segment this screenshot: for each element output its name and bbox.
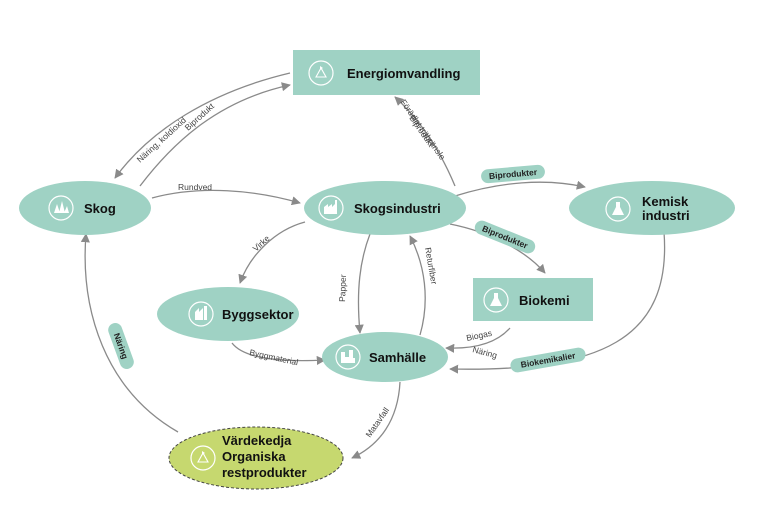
badge-biprodukter-biokemi: Biprodukter [474, 220, 536, 254]
recycle-icon [308, 60, 334, 86]
edge-kemisk-to-samhalle [449, 231, 666, 374]
badge-biokemikalier: Biokemikalier [510, 347, 586, 373]
edge-label-virke: Virke [251, 233, 272, 253]
node-vardekedja-label-1: Värdekedja [222, 433, 292, 448]
node-kemisk-label-2: industri [642, 208, 690, 223]
edge-label-biogas: Biogas [465, 328, 493, 343]
node-energiomvandling-label: Energiomvandling [347, 66, 460, 81]
edge-label-byggmaterial: Byggmaterial [249, 347, 300, 367]
badge-naring-skog: Näring [108, 323, 134, 369]
edge-skogsindustri-to-samhalle [354, 233, 371, 334]
edge-samhalle-to-vardekedja [351, 381, 401, 459]
city-icon [335, 344, 361, 370]
node-kemisk-industri: Kemisk industri [569, 181, 735, 235]
edge-skogsindustri-to-energi [394, 96, 456, 187]
edge-label-naring-koldioxid: Näring, koldioxid [135, 115, 189, 165]
factory-icon [318, 195, 344, 221]
edge-skogsindustri-to-kemisk [454, 180, 586, 197]
node-biokemi-label: Biokemi [519, 293, 570, 308]
forest-icon [48, 195, 74, 221]
building-icon [188, 301, 214, 327]
node-vardekedja-label-3: restprodukter [222, 465, 307, 480]
edge-energi-to-skog [114, 72, 291, 179]
edge-label-papper: Papper [337, 274, 348, 302]
node-kemisk-label-1: Kemisk [642, 194, 689, 209]
node-vardekedja: Värdekedja Organiska restprodukter [168, 426, 344, 490]
badge-biprodukter-kemisk: Biprodukter [481, 164, 545, 184]
recycle-icon [190, 445, 216, 471]
edge-label-naring-biokemi: Näring [471, 344, 498, 360]
edge-skogsindustri-to-bygg [238, 221, 306, 284]
node-skogsindustri-label: Skogsindustri [354, 201, 441, 216]
edge-skog-to-energi [139, 82, 291, 187]
badge-biprodukter-kemisk-text: Biprodukter [489, 167, 539, 181]
edge-skog-to-skogsindustri [151, 189, 301, 206]
node-vardekedja-label-2: Organiska [222, 449, 286, 464]
node-samhalle-label: Samhälle [369, 350, 426, 365]
edge-label-rundved: Rundved [178, 182, 212, 192]
edge-bygg-to-samhalle [231, 342, 326, 365]
node-skog: Skog [19, 181, 151, 235]
edge-label-matavfall: Matavfall [363, 405, 391, 439]
edge-label-biprodukt-skog: Biprodukt [183, 101, 217, 133]
edge-label-returfiber: Returfiber [423, 247, 439, 286]
node-samhalle: Samhälle [322, 332, 448, 382]
node-byggsektor-label: Byggsektor [222, 307, 294, 322]
edge-biokemi-to-samhalle [445, 327, 511, 353]
node-byggsektor: Byggsektor [157, 287, 299, 341]
node-skogsindustri: Skogsindustri [304, 181, 466, 235]
flask-icon [483, 287, 509, 313]
edge-vardekedja-to-skog [80, 233, 179, 433]
node-energiomvandling: Energiomvandling [293, 50, 480, 95]
edge-samhalle-to-skogsindustri [409, 235, 426, 336]
node-biokemi: Biokemi [473, 278, 593, 321]
node-skog-label: Skog [84, 201, 116, 216]
flask-icon [605, 196, 631, 222]
